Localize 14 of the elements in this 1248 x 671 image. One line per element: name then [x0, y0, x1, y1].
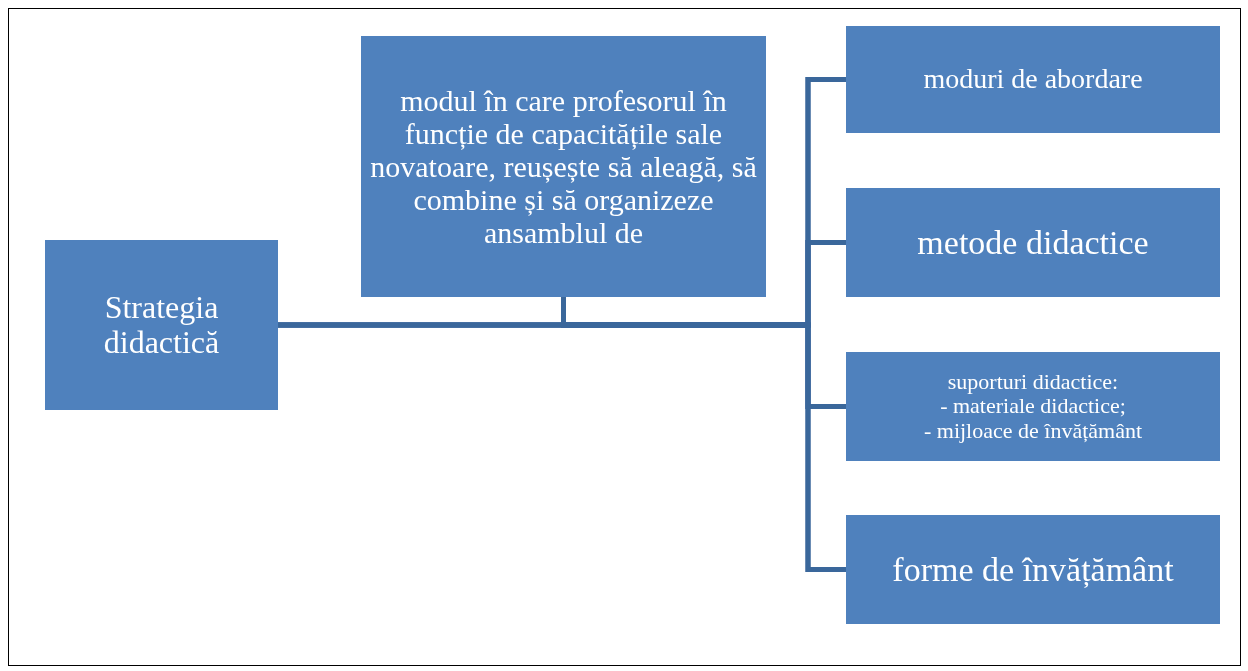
box-text: forme de învățământ [892, 550, 1174, 589]
concept-box [846, 515, 1220, 624]
box-text: - materiale didactice; [940, 394, 1126, 419]
box-text: suporturi didactice: [947, 370, 1119, 395]
concept-box [45, 240, 278, 410]
box-text: modul în care profesorul în funcție de capacitățile sale novatoare, reușește să aleagă, să combine și să organizeze ansamblul de [369, 84, 758, 249]
box-text: - mijloace de învățământ [923, 418, 1143, 443]
box-text: Strategia didactică [102, 289, 221, 361]
concept-box [361, 36, 766, 297]
box-text: moduri de abordare [923, 64, 1143, 95]
box-text: metode didactice [917, 223, 1149, 262]
concept-box [846, 188, 1220, 297]
concept-box [846, 26, 1220, 133]
concept-box [846, 352, 1220, 461]
